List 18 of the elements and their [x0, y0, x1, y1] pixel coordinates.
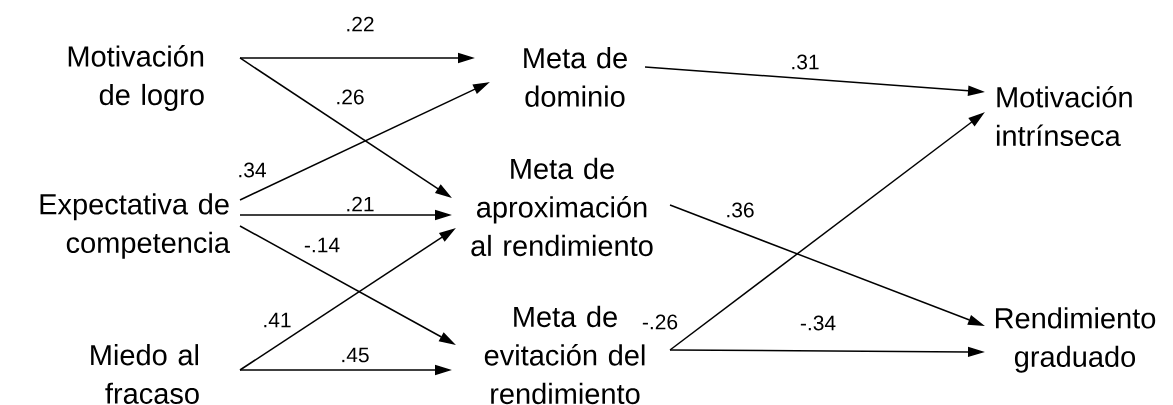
variable-label: Meta de aproximación al rendimiento — [471, 157, 653, 257]
coefficient-label: .36 — [727, 202, 754, 218]
coefficient-label: -.26 — [642, 314, 678, 330]
coefficient-label: .41 — [264, 312, 291, 328]
coefficient-label: .26 — [337, 89, 364, 105]
variable-label: Meta de dominio — [524, 47, 627, 107]
variable-label: Motivación de logro — [68, 45, 204, 111]
coefficient-label: .45 — [342, 347, 369, 363]
coefficient-label: .22 — [347, 16, 374, 32]
coefficient-label: .21 — [347, 196, 374, 212]
variable-label: Miedo al fracaso — [91, 344, 199, 404]
variable-label: Rendimiento graduado — [996, 307, 1156, 373]
variable-label: Expectativa de competencia — [40, 193, 230, 259]
coefficient-label: .31 — [792, 54, 819, 70]
coefficient-label: -.14 — [304, 237, 340, 253]
coefficient-label: -.34 — [800, 315, 836, 331]
coefficient-label: .34 — [239, 162, 266, 178]
variable-label: Motivación intrínseca — [996, 85, 1132, 147]
